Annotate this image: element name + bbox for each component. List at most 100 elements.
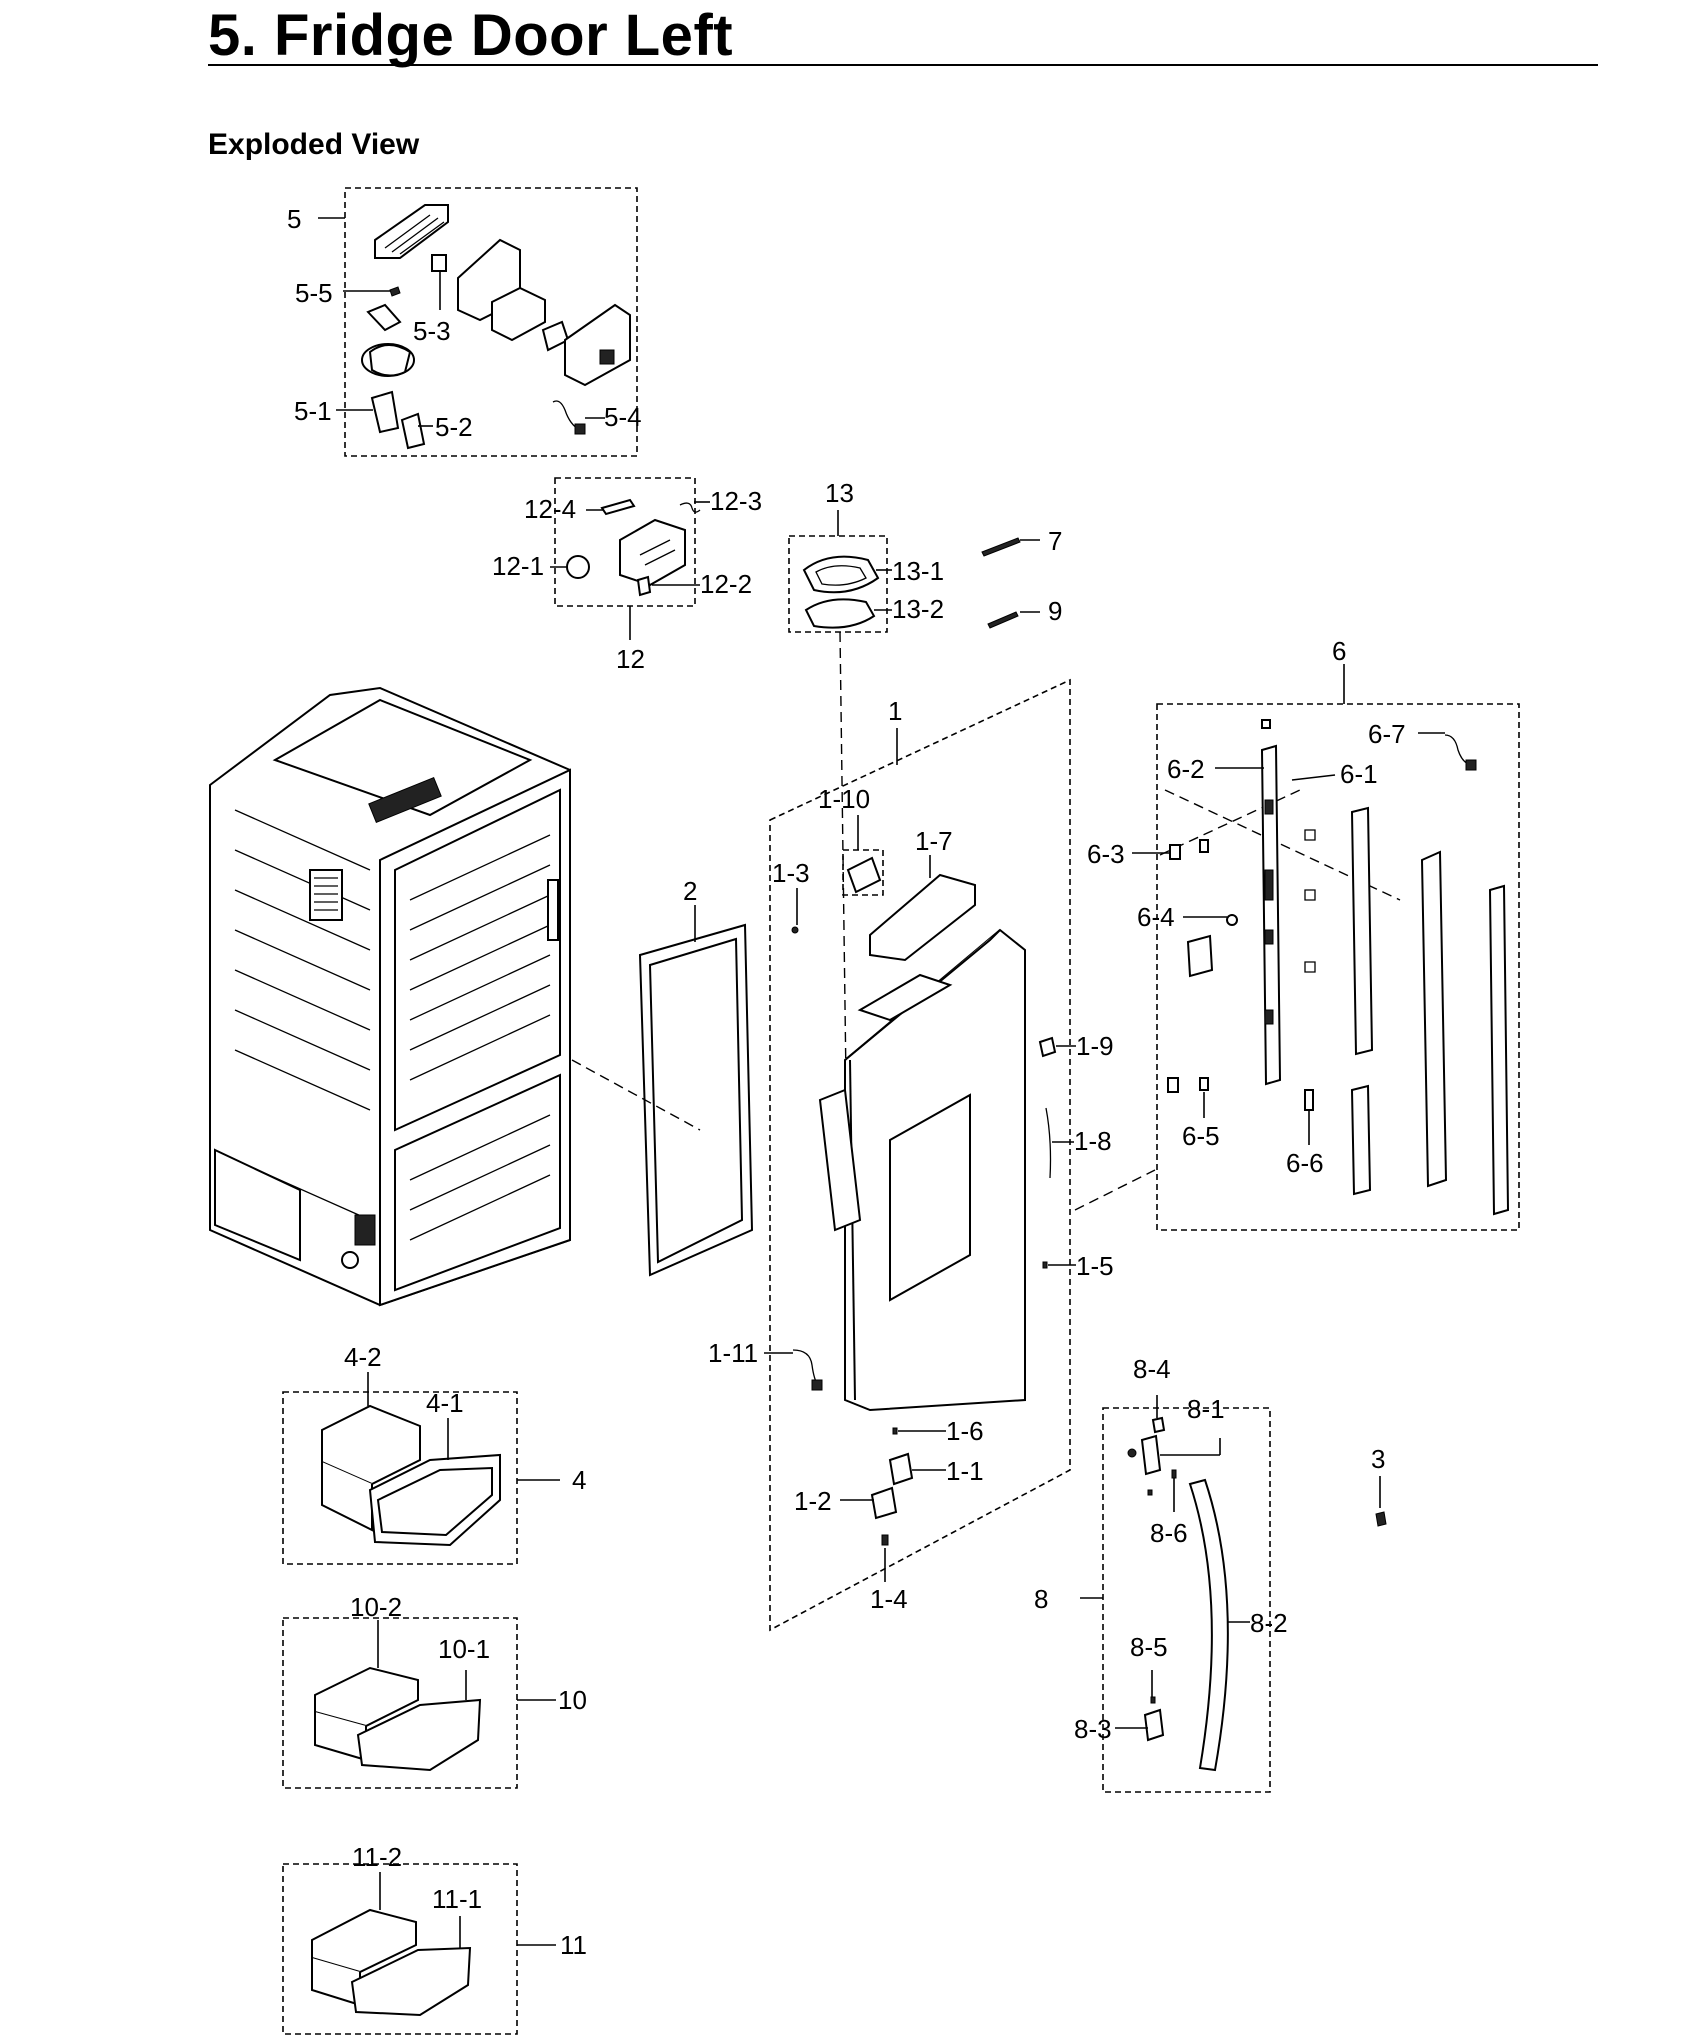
group-8-box bbox=[1102, 1407, 1271, 1793]
label-11-1: 11-1 bbox=[432, 1884, 482, 1914]
group-12: 12-4 12-3 12-1 12-2 12 bbox=[492, 477, 762, 674]
part-1-5 bbox=[1042, 1261, 1048, 1269]
label-10-2: 10-2 bbox=[350, 1592, 402, 1622]
part-5-1 bbox=[370, 390, 400, 434]
page-title: 5. Fridge Door Left bbox=[208, 3, 734, 68]
part-1-9 bbox=[1038, 1036, 1057, 1058]
group-10-box bbox=[282, 1617, 518, 1789]
part-6-6 bbox=[1304, 1089, 1314, 1111]
part-12-2 bbox=[636, 575, 652, 597]
label-12-4: 12-4 bbox=[524, 494, 576, 524]
label-1-4: 1-4 bbox=[870, 1584, 908, 1614]
refrigerator-cabinet bbox=[209, 686, 571, 1307]
label-1-8: 1-8 bbox=[1074, 1126, 1112, 1156]
part-6-3 bbox=[1169, 844, 1181, 860]
part-5-grille bbox=[374, 204, 449, 259]
label-10: 10 bbox=[558, 1685, 587, 1715]
label-6-2: 6-2 bbox=[1167, 754, 1205, 784]
label-1-7: 1-7 bbox=[915, 826, 953, 856]
part-1-10 bbox=[846, 856, 882, 894]
label-5-3: 5-3 bbox=[413, 316, 451, 346]
part-5-2 bbox=[400, 412, 426, 450]
part-8-4 bbox=[1151, 1416, 1166, 1434]
title-rule bbox=[208, 64, 1598, 66]
part-1-6 bbox=[892, 1427, 898, 1435]
label-3: 3 bbox=[1371, 1444, 1385, 1474]
label-6-6: 6-6 bbox=[1286, 1148, 1324, 1178]
group-1-door: 1 1-10 1-7 1-3 1-9 1-8 1-5 1-11 1-6 1-1 … bbox=[708, 678, 1114, 1632]
label-5-2: 5-2 bbox=[435, 412, 473, 442]
part-3-group: 3 bbox=[1371, 1444, 1387, 1527]
part-7 bbox=[981, 537, 1021, 557]
label-7: 7 bbox=[1048, 526, 1062, 556]
group-13: 13 13-1 13-2 bbox=[788, 478, 944, 633]
label-2: 2 bbox=[683, 876, 697, 906]
label-8-2: 8-2 bbox=[1250, 1608, 1288, 1638]
door-gasket-2: 2 bbox=[638, 876, 754, 1277]
group-6: 6 6-7 6-2 6-1 6-3 6-4 6-5 6-6 bbox=[1087, 636, 1520, 1231]
group-5-box bbox=[344, 187, 638, 457]
part-1-4 bbox=[881, 1534, 889, 1546]
label-6-3: 6-3 bbox=[1087, 839, 1125, 869]
part-12-1 bbox=[566, 555, 590, 579]
label-5-5: 5-5 bbox=[295, 278, 333, 308]
part-6-1 bbox=[1291, 774, 1336, 781]
view-subtitle: Exploded View bbox=[208, 128, 420, 161]
group-6-box bbox=[1156, 703, 1520, 1231]
label-12-3: 12-3 bbox=[710, 486, 762, 516]
part-8-2 bbox=[1188, 1478, 1229, 1772]
part-6-2 bbox=[1260, 744, 1282, 1086]
label-1: 1 bbox=[888, 696, 902, 726]
group-4-box bbox=[282, 1391, 518, 1565]
label-6-7: 6-7 bbox=[1368, 719, 1406, 749]
part-5-3 bbox=[431, 254, 447, 272]
label-13: 13 bbox=[825, 478, 854, 508]
part-1-3 bbox=[791, 926, 799, 934]
part-9 bbox=[987, 611, 1019, 629]
part-13-2 bbox=[804, 598, 876, 629]
label-1-2: 1-2 bbox=[794, 1486, 832, 1516]
label-8-3: 8-3 bbox=[1074, 1714, 1112, 1744]
label-8-4: 8-4 bbox=[1133, 1354, 1171, 1384]
label-1-3: 1-3 bbox=[772, 858, 810, 888]
part-3 bbox=[1375, 1511, 1387, 1527]
part-1-dispenser bbox=[818, 1088, 862, 1232]
label-10-1: 10-1 bbox=[438, 1634, 490, 1664]
label-8-6: 8-6 bbox=[1150, 1518, 1188, 1548]
label-12-2: 12-2 bbox=[700, 569, 752, 599]
group-13-box bbox=[788, 535, 888, 633]
label-13-1: 13-1 bbox=[892, 556, 944, 586]
part-8-6 bbox=[1171, 1469, 1177, 1479]
part-6-trim-edge bbox=[1488, 884, 1510, 1216]
part-8-3 bbox=[1143, 1708, 1165, 1742]
group-5: 5 5-5 5-3 5-1 5-2 5-4 bbox=[287, 187, 642, 457]
label-13-2: 13-2 bbox=[892, 594, 944, 624]
group-8-handle: 8-4 8-1 8-6 8 8-2 8-5 8-3 bbox=[1034, 1354, 1288, 1793]
label-6-1: 6-1 bbox=[1340, 759, 1378, 789]
label-12: 12 bbox=[616, 644, 645, 674]
part-1-dispenser-opening bbox=[889, 1093, 971, 1302]
label-1-9: 1-9 bbox=[1076, 1031, 1114, 1061]
part-13-1 bbox=[802, 555, 880, 594]
label-4-2: 4-2 bbox=[344, 1342, 382, 1372]
part-1-2 bbox=[870, 1486, 898, 1520]
part-5-housing bbox=[491, 286, 546, 342]
label-6: 6 bbox=[1332, 636, 1346, 666]
group-11-box bbox=[282, 1863, 518, 2035]
part-12-3 bbox=[679, 502, 701, 513]
group-1-box bbox=[769, 678, 1071, 1632]
label-6-5: 6-5 bbox=[1182, 1121, 1220, 1151]
part-12-housing bbox=[619, 518, 686, 587]
label-1-6: 1-6 bbox=[946, 1416, 984, 1446]
part-8-1 bbox=[1140, 1434, 1162, 1476]
label-4: 4 bbox=[572, 1465, 586, 1495]
group-12-box bbox=[554, 477, 696, 607]
label-1-11: 1-11 bbox=[708, 1338, 758, 1368]
label-8-5: 8-5 bbox=[1130, 1632, 1168, 1662]
part-6-4 bbox=[1226, 914, 1238, 926]
label-5: 5 bbox=[287, 204, 301, 234]
part-1-8 bbox=[1045, 1107, 1052, 1179]
part-6-trim-lower bbox=[1350, 1084, 1372, 1196]
part-11-1 bbox=[350, 1946, 472, 2017]
